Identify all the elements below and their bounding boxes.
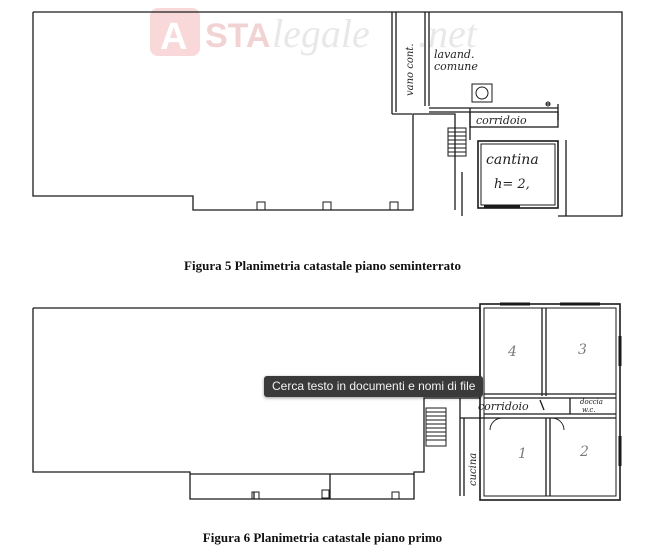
floor-plan-seminterrato: A STA legale .net xyxy=(32,8,623,217)
astalegale-watermark: A STA legale .net xyxy=(150,8,478,58)
label-room-2: 2 xyxy=(579,444,589,460)
label-room-3: 3 xyxy=(578,342,587,358)
label-corridoio-seminterrato: corridoio xyxy=(476,114,527,127)
search-tooltip: Cerca testo in documenti e nomi di file xyxy=(264,376,484,397)
figure-6-caption: Figura 6 Planimetria catastale piano pri… xyxy=(202,530,443,545)
seminterrato-walls xyxy=(32,11,623,217)
figure-5-caption: Figura 5 Planimetria catastale piano sem… xyxy=(184,258,461,273)
label-wc: w.c. xyxy=(582,406,596,414)
label-cantina: cantina xyxy=(486,152,539,168)
watermark-brand-italic: legale xyxy=(272,11,370,56)
floor-plan-primo: corridoio cucina doccia w.c. 4 3 1 2 xyxy=(32,302,622,501)
label-corridoio-primo: corridoio xyxy=(478,400,529,413)
label-lavand: lavand. xyxy=(434,48,474,61)
label-room-1: 1 xyxy=(518,446,527,462)
watermark-brand-bold: STA xyxy=(205,17,270,55)
label-cantina-height: h= 2, xyxy=(494,177,530,192)
primo-walls xyxy=(32,302,622,501)
watermark-logo-letter: A xyxy=(160,16,187,58)
label-vano-cont: vano cont. xyxy=(405,43,416,96)
label-cucina: cucina xyxy=(468,453,479,486)
label-doccia: doccia xyxy=(580,398,603,406)
label-comune: comune xyxy=(434,60,478,73)
label-room-4: 4 xyxy=(507,344,517,360)
watermark-brand-suffix: .net xyxy=(418,11,478,56)
